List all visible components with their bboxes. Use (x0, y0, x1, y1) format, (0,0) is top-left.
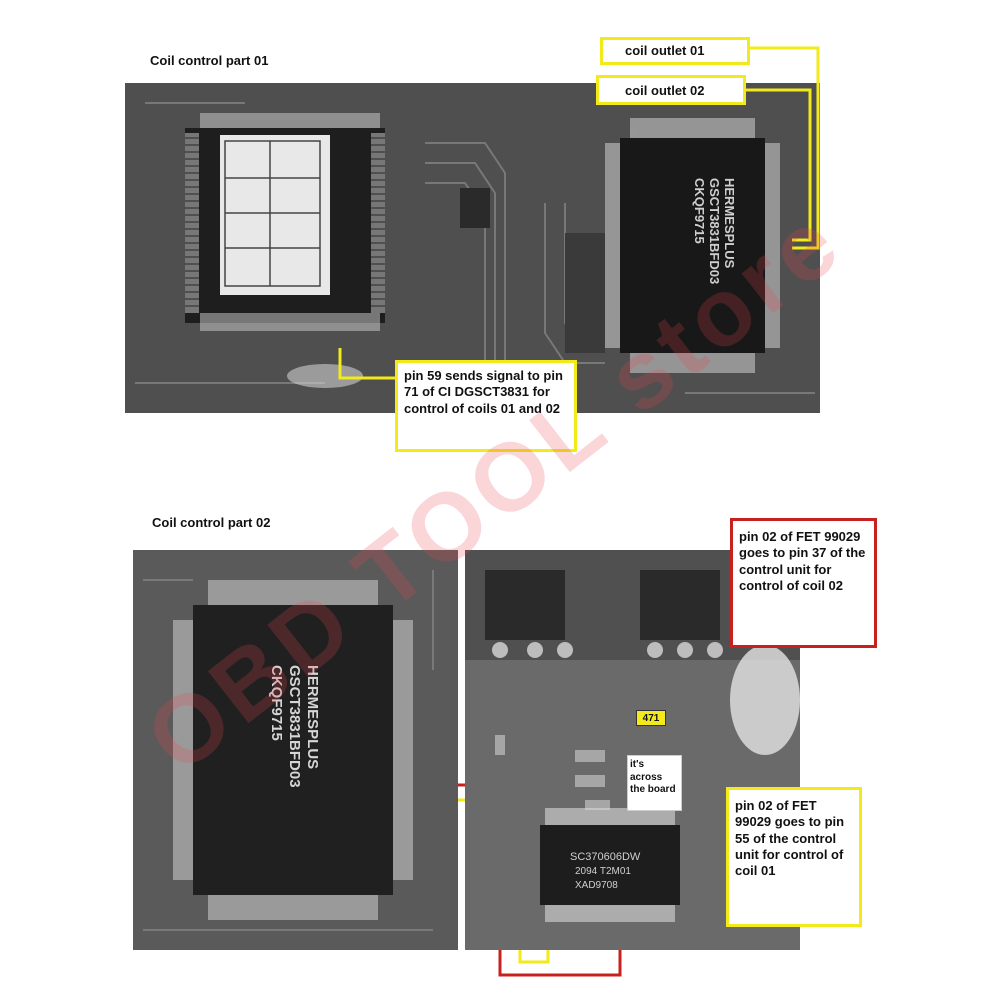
label-fet-coil02: pin 02 of FET 99029 goes to pin 37 of th… (730, 518, 877, 648)
board-photo-bottom-left: HERMESPLUS GSCT3831BFD03 CKQF9715 (133, 550, 458, 950)
chip-right-line2: GSCT3831BFD03 (707, 178, 722, 284)
chip-left-line3: CKQF9715 (268, 665, 285, 741)
chip-right-line1: HERMESPLUS (722, 178, 737, 269)
chip-left-line1: HERMESPLUS (304, 665, 321, 769)
chip-left-line2: GSCT3831BFD03 (286, 665, 303, 788)
chip-small-line2: 2094 T2M01 (575, 866, 631, 877)
label-fet-coil01: pin 02 of FET 99029 goes to pin 55 of th… (726, 787, 862, 927)
label-across-board: it's across the board (627, 755, 682, 811)
chip-small-line1: SC370606DW (570, 851, 641, 863)
chip-small-line3: XAD9708 (575, 880, 618, 891)
chip-right-line3: CKQF9715 (692, 178, 707, 244)
label-coil-outlet-01: coil outlet 01 (600, 37, 750, 65)
part2-title: Coil control part 02 (152, 515, 271, 530)
label-pin59: pin 59 sends signal to pin 71 of CI DGSC… (395, 360, 577, 452)
label-coil-outlet-02: coil outlet 02 (596, 75, 746, 105)
part1-title: Coil control part 01 (150, 53, 269, 68)
resistor-471-tag: 471 (636, 710, 666, 726)
board-photo-top: HERMESPLUS GSCT3831BFD03 CKQF9715 (125, 83, 820, 413)
